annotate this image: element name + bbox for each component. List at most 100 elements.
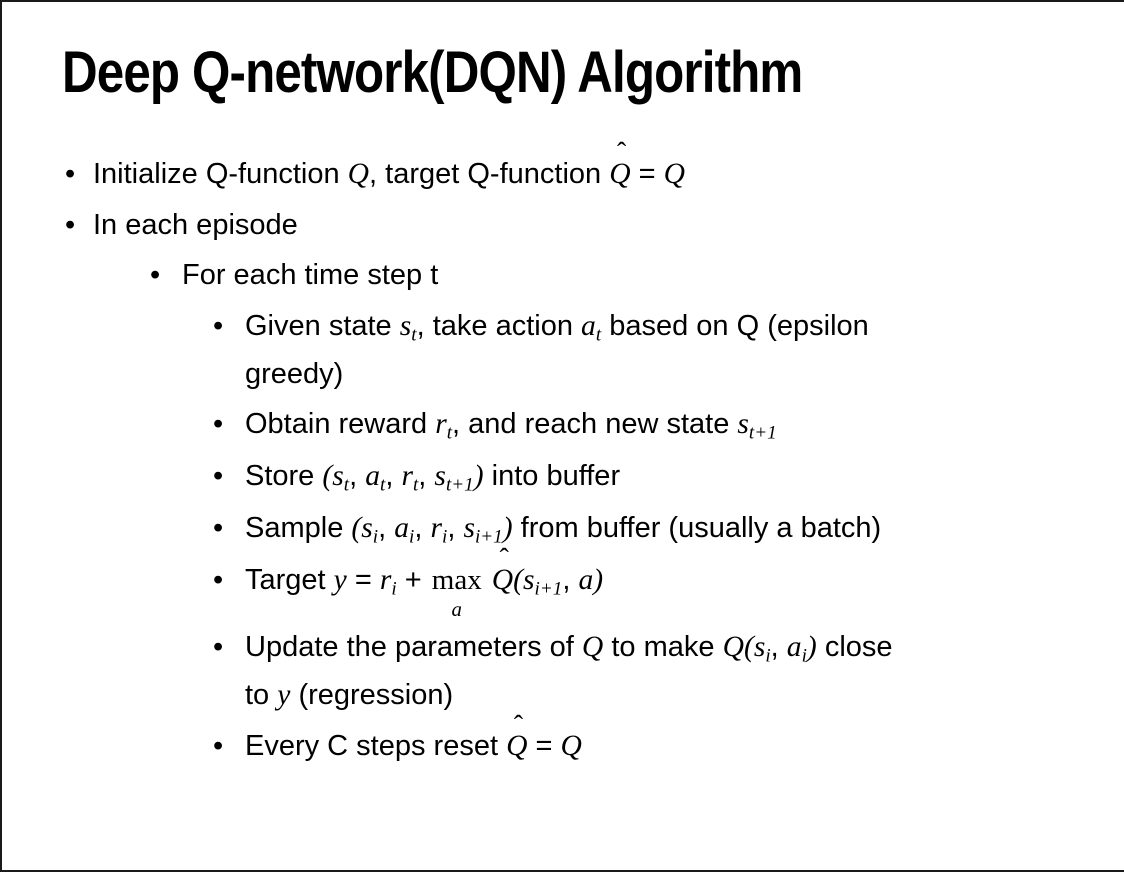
math-base: a bbox=[365, 460, 380, 493]
bullet-item: •Initialize Q-function Q, target Q-funct… bbox=[2, 138, 1104, 198]
math-base: s bbox=[523, 564, 535, 597]
max-operator-sub: a bbox=[451, 597, 462, 622]
math-sub: t bbox=[595, 324, 602, 346]
hat-accent-icon: ˆ bbox=[513, 708, 524, 740]
text-segment: , bbox=[447, 512, 464, 545]
text-segment: = bbox=[630, 157, 664, 190]
math-segment: Q bbox=[722, 630, 744, 663]
math-subscript-segment: rt bbox=[401, 460, 419, 496]
bullet-dot-icon: • bbox=[213, 309, 224, 342]
math-subscript-segment: st bbox=[400, 310, 417, 346]
text-segment: Initialize Q-function bbox=[93, 157, 348, 190]
math-segment: y bbox=[333, 564, 347, 597]
math-subscript-segment: ri bbox=[430, 512, 448, 548]
text-segment: , bbox=[349, 460, 366, 493]
math-subscript-segment: ai bbox=[787, 631, 807, 666]
math-base: r bbox=[379, 564, 392, 597]
text-segment: Update the parameters of bbox=[245, 630, 582, 663]
math-base: s bbox=[737, 408, 749, 441]
math-subscript-segment: st+1 bbox=[434, 460, 473, 495]
bullet-item: •In each episode bbox=[2, 202, 1104, 248]
bullet-item: •Store (st, at, rt, st+1) into buffer bbox=[2, 453, 1104, 501]
math-segment: ) bbox=[502, 512, 513, 545]
bullet-dot-icon: • bbox=[65, 157, 76, 190]
text-segment: to bbox=[245, 678, 278, 711]
text-segment: , take action bbox=[416, 309, 582, 342]
math-base: r bbox=[430, 512, 442, 545]
text-segment: close bbox=[816, 630, 893, 663]
text-segment: + bbox=[396, 564, 430, 597]
bullet-dot-icon: • bbox=[213, 512, 224, 545]
text-segment: For each time step t bbox=[182, 259, 439, 292]
math-subscript-segment: si+1 bbox=[523, 564, 563, 600]
text-segment: Given state bbox=[245, 309, 400, 342]
math-base: r bbox=[435, 408, 447, 441]
bullet-item: •Update the parameters of Q to make Q(si… bbox=[2, 624, 1104, 719]
math-sub: i+1 bbox=[474, 526, 503, 548]
math-segment: Q bbox=[581, 630, 604, 663]
bullet-dot-icon: • bbox=[213, 630, 224, 663]
page-title: Deep Q-network(DQN) Algorithm bbox=[2, 2, 1124, 107]
math-subscript-segment: si bbox=[754, 631, 771, 666]
math-sub: i bbox=[441, 526, 448, 548]
math-base: a bbox=[581, 309, 596, 342]
hat-accent-icon: ˆ bbox=[499, 542, 509, 574]
bullet-list: • Initialize Q-function Q , target Q-funct… bbox=[2, 138, 1124, 771]
math-base: Q bbox=[506, 730, 528, 763]
math-sub: t bbox=[446, 422, 453, 444]
math-sub: t bbox=[412, 474, 419, 496]
text-segment: Target bbox=[245, 564, 334, 597]
math-base: s bbox=[463, 512, 475, 545]
math-base: s bbox=[434, 460, 446, 493]
bullet-dot-icon: • bbox=[213, 460, 224, 493]
bullet-content: In each episode bbox=[93, 202, 1104, 248]
bullet-item: • For each time step t bbox=[2, 252, 1104, 298]
text-segment: , bbox=[378, 512, 395, 545]
math-sub: i bbox=[391, 578, 397, 600]
bullet-dot-icon: • bbox=[213, 730, 224, 763]
math-sub: t+1 bbox=[748, 422, 777, 444]
math-subscript-segment: at bbox=[581, 309, 602, 346]
math-segment: ( bbox=[743, 630, 754, 663]
math-subscript-segment: si+1 bbox=[463, 512, 503, 548]
max-operator: max bbox=[431, 564, 482, 597]
bullet-content: For each time step t bbox=[182, 252, 1104, 298]
math-sub: i bbox=[409, 526, 415, 548]
text-segment: , target Q-function bbox=[369, 157, 610, 190]
math-segment: Q bbox=[560, 730, 582, 763]
text-segment: = bbox=[346, 564, 380, 597]
text-segment: Sample bbox=[245, 512, 352, 545]
text-segment: Obtain reward bbox=[245, 408, 436, 441]
text-segment: Every C steps reset bbox=[245, 730, 507, 763]
bullet-content: Store (st, at, rt, st+1) into buffer bbox=[245, 453, 1104, 501]
bullet-dot-icon: • bbox=[150, 259, 161, 292]
math-subscript-segment: ri bbox=[379, 564, 397, 600]
math-subscript-segment: si bbox=[361, 512, 378, 547]
math-sub: t bbox=[411, 324, 417, 346]
text-segment: , bbox=[418, 460, 435, 493]
math-base: a bbox=[394, 512, 410, 545]
bullet-dot-icon: • bbox=[213, 408, 224, 441]
bullet-item: • Obtain reward rt, and reach new state s… bbox=[2, 401, 1104, 449]
math-segment: y bbox=[277, 678, 291, 711]
math-segment: ) bbox=[806, 630, 817, 663]
math-segment: a bbox=[578, 564, 594, 597]
text-segment: , and reach new state bbox=[452, 408, 738, 441]
text-segment: (regression) bbox=[290, 678, 454, 711]
math-segment: ( bbox=[513, 564, 524, 597]
hat-accent-icon: ˆ bbox=[617, 136, 627, 168]
math-base: Q bbox=[491, 564, 514, 597]
text-segment bbox=[484, 564, 492, 596]
text-segment: In each episode bbox=[93, 209, 298, 241]
text-segment: based on Q (epsilon bbox=[601, 309, 869, 342]
math-sub: i+1 bbox=[534, 578, 563, 600]
